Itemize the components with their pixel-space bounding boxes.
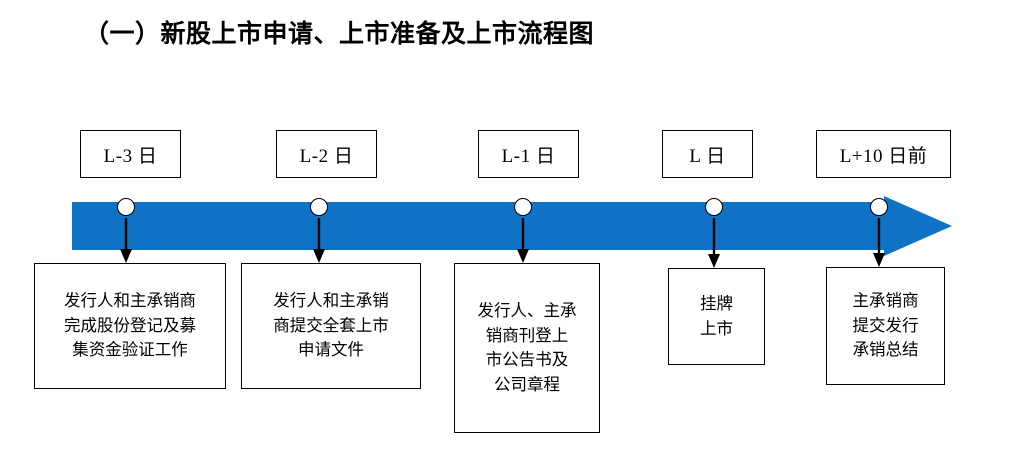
day-label-text: L-3 日 xyxy=(103,145,158,167)
task-line: 发行人和主承销商 xyxy=(64,291,196,311)
task-box-l-plus-10[interactable]: 主承销商 提交发行 承销总结 xyxy=(826,267,945,385)
day-label-text: L-2 日 xyxy=(299,145,354,167)
day-label-text: L 日 xyxy=(689,145,726,167)
arrow-down-icon xyxy=(708,218,720,268)
task-line: 商提交全套上市 xyxy=(273,315,389,335)
day-label-box-l-plus-10[interactable]: L+10 日前 xyxy=(816,130,951,178)
task-line: 承销总结 xyxy=(852,340,919,360)
task-box-l-day[interactable]: 挂牌 上市 xyxy=(668,268,765,365)
task-line: 挂牌 xyxy=(700,294,733,313)
timeline-arrow-shape xyxy=(72,196,952,256)
arrow-down-icon xyxy=(517,218,529,263)
task-box-l-minus-3[interactable]: 发行人和主承销商 完成股份登记及募 集资金验证工作 xyxy=(34,263,226,389)
task-line: 发行人和主承销 xyxy=(273,291,389,311)
task-line: 主承销商 xyxy=(852,291,919,311)
timeline-dot-l-day[interactable] xyxy=(705,198,723,216)
task-line: 公司章程 xyxy=(494,374,560,394)
timeline-dot-l-minus-3[interactable] xyxy=(117,198,135,216)
task-line: 完成股份登记及募 xyxy=(64,315,196,335)
day-label-text: L+10 日前 xyxy=(839,145,928,167)
day-label-box-l-day[interactable]: L 日 xyxy=(662,130,753,178)
timeline-arrow xyxy=(72,196,952,256)
task-line: 上市 xyxy=(700,318,733,338)
day-label-box-l-minus-1[interactable]: L-1 日 xyxy=(478,130,579,178)
timeline-dot-l-minus-2[interactable] xyxy=(310,198,328,216)
timeline-dot-l-plus-10[interactable] xyxy=(870,198,888,216)
connector-arrow-l-minus-2 xyxy=(311,218,327,264)
arrow-down-icon xyxy=(120,218,132,263)
day-label-box-l-minus-2[interactable]: L-2 日 xyxy=(276,130,377,178)
task-line: 申请文件 xyxy=(298,340,364,360)
connector-arrow-l-day xyxy=(706,218,722,269)
day-label-text: L-1 日 xyxy=(501,145,556,167)
task-line: 提交发行 xyxy=(852,315,919,335)
connector-arrow-l-minus-1 xyxy=(515,218,531,264)
connector-arrow-l-plus-10 xyxy=(871,218,887,268)
arrow-down-icon xyxy=(313,218,325,263)
arrow-down-icon xyxy=(873,218,885,267)
task-line: 销商刊登上 xyxy=(485,325,569,345)
task-line: 集资金验证工作 xyxy=(72,340,188,360)
task-box-l-minus-1[interactable]: 发行人、主承 销商刊登上 市公告书及 公司章程 xyxy=(454,263,600,433)
task-box-l-minus-2[interactable]: 发行人和主承销 商提交全套上市 申请文件 xyxy=(241,263,421,389)
day-label-box-l-minus-3[interactable]: L-3 日 xyxy=(80,130,181,178)
timeline-dot-l-minus-1[interactable] xyxy=(514,198,532,216)
task-line: 市公告书及 xyxy=(485,350,569,369)
connector-arrow-l-minus-3 xyxy=(118,218,134,264)
page-title: （一）新股上市申请、上市准备及上市流程图 xyxy=(84,21,595,48)
task-line: 发行人、主承 xyxy=(477,301,577,320)
